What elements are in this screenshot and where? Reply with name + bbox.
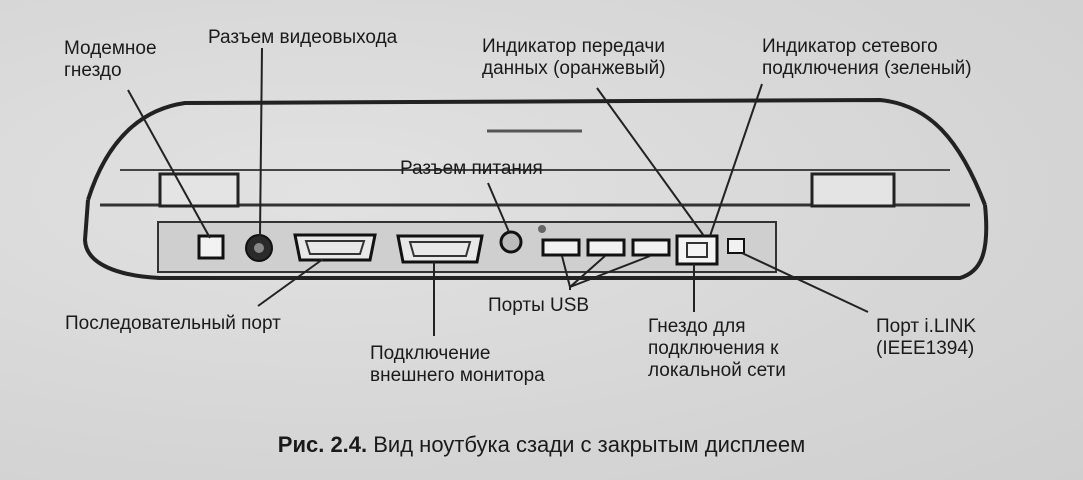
laptop-body-outline <box>83 199 989 280</box>
leader-network-indicator <box>709 83 763 237</box>
left-hinge <box>158 172 240 208</box>
label-power-connector: Разъем питания <box>400 158 543 179</box>
label-modem-jack: Модемное гнездо <box>64 38 157 81</box>
right-hinge <box>810 172 896 208</box>
ilink-port <box>727 238 745 254</box>
label-data-indicator: Индикатор передачи данных (оранжевый) <box>482 36 666 79</box>
label-ilink-port: Порт i.LINK (IEEE1394) <box>876 316 977 359</box>
usb-port-2 <box>586 238 626 257</box>
leader-video <box>259 47 263 237</box>
leader-power <box>487 182 510 233</box>
leader-modem <box>127 89 211 239</box>
leader-usb-1 <box>561 255 571 288</box>
leader-serial <box>257 258 324 307</box>
label-serial-port: Последовательный порт <box>65 313 281 334</box>
label-external-monitor: Подключение внешнего монитора <box>370 343 545 386</box>
usb-port-3 <box>631 238 671 257</box>
caption-number: Рис. 2.4. <box>277 432 368 457</box>
modem-jack <box>197 234 225 260</box>
usb-port-1 <box>541 238 581 257</box>
laptop-lid-outline <box>86 98 987 206</box>
label-network-indicator: Индикатор сетевого подключения (зеленый) <box>762 36 972 79</box>
leader-usb-2 <box>569 255 606 288</box>
figure-caption: Рис. 2.4. Вид ноутбука сзади с закрытым … <box>0 432 1083 458</box>
leader-ilink <box>741 252 869 313</box>
label-usb-ports: Порты USB <box>488 295 590 316</box>
caption-text: Вид ноутбука сзади с закрытым дисплеем <box>367 432 806 457</box>
label-video-out: Разъем видеовыхода <box>208 27 398 48</box>
power-connector <box>499 230 523 254</box>
lan-jack <box>675 234 719 266</box>
label-lan-jack: Гнездо для подключения к локальной сети <box>648 316 786 381</box>
leader-data-indicator <box>596 87 705 237</box>
monitor-port <box>396 234 484 264</box>
leader-usb-3 <box>569 255 651 288</box>
